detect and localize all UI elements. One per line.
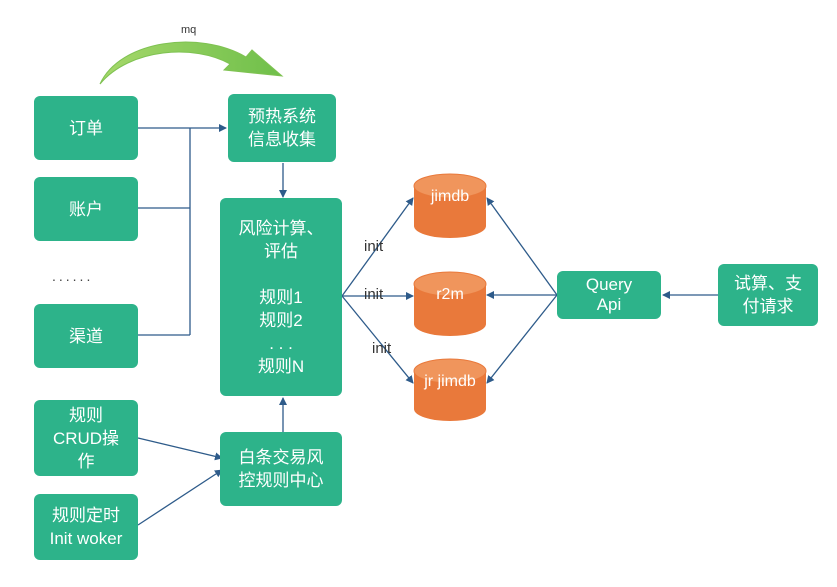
rule-timer-box: 规则定时 Init woker bbox=[34, 494, 138, 560]
r2m-label: r2m bbox=[436, 286, 464, 303]
rule-center-box: 白条交易风 控规则中心 bbox=[220, 432, 342, 506]
jimdb-label: jimdb bbox=[430, 188, 470, 205]
account-box: 账户 bbox=[34, 177, 138, 241]
jimdb-cylinder bbox=[413, 173, 487, 238]
r2m-cylinder bbox=[413, 271, 487, 336]
ellipsis: ...... bbox=[52, 268, 94, 284]
init-label-jrjimdb: init bbox=[372, 340, 392, 357]
risk-calc-box: 风险计算、 评估 规则1 规则2 . . . 规则N bbox=[220, 198, 342, 396]
order-box: 订单 bbox=[34, 96, 138, 160]
preheat-box: 预热系统 信息收集 bbox=[228, 94, 336, 162]
source-connectors bbox=[138, 124, 227, 336]
channel-box: 渠道 bbox=[34, 304, 138, 368]
mq-arrow bbox=[99, 41, 284, 85]
risk-to-jrjimdb-arrow bbox=[341, 295, 414, 384]
crud-to-center-arrow bbox=[137, 437, 223, 461]
jr-jimdb-label: jr jimdb bbox=[424, 373, 476, 390]
timer-to-center-arrow bbox=[137, 469, 223, 526]
query-api-box: Query Api bbox=[557, 271, 661, 319]
jrjimdb-cylinder bbox=[413, 358, 487, 421]
rule-crud-box: 规则 CRUD操 作 bbox=[34, 400, 138, 476]
query-to-jrjimdb-arrow bbox=[486, 294, 558, 384]
query-to-jimdb-arrow bbox=[486, 197, 558, 296]
init-label-r2m: init bbox=[364, 286, 384, 303]
init-label-jimdb: init bbox=[364, 238, 384, 255]
risk-to-jimdb-arrow bbox=[341, 197, 414, 297]
trial-request-box: 试算、支 付请求 bbox=[718, 264, 818, 326]
mq-label: mq bbox=[181, 24, 197, 36]
